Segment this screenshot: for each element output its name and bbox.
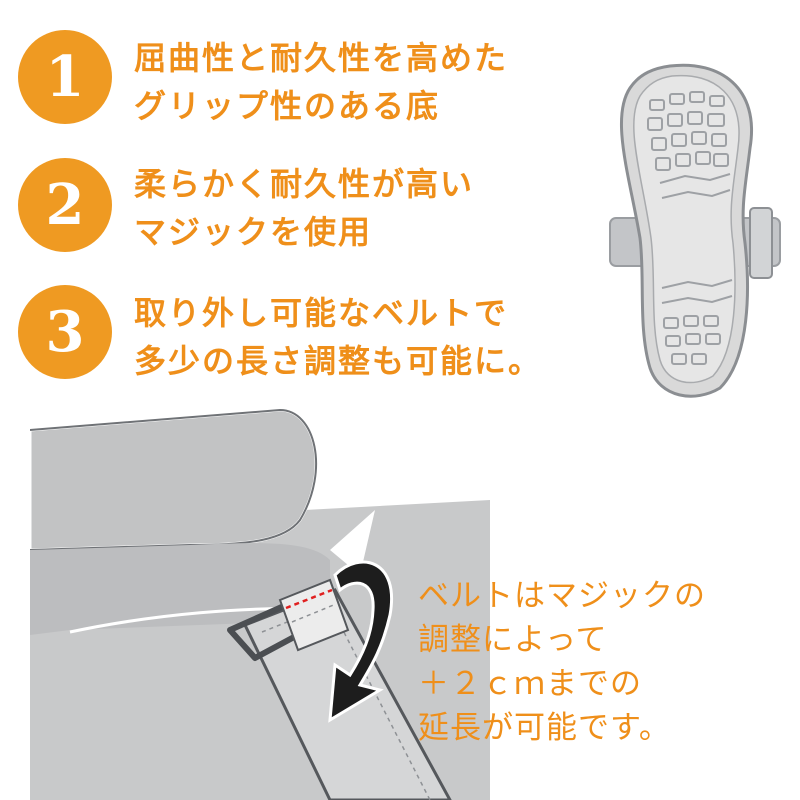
belt-note-line3: ＋２ｃｍまでの	[418, 666, 642, 702]
feature-2-line1: 柔らかく耐久性が高い	[134, 165, 475, 203]
sole-tread-pattern	[647, 91, 733, 365]
feature-2: 2 柔らかく耐久性が高い マジックを使用	[0, 158, 620, 268]
feature-3-line2: 多少の長さ調整も可能に。	[134, 342, 543, 380]
belt-note: ベルトはマジックの 調整によって ＋２ｃｍまでの 延長が可能です。	[418, 574, 706, 750]
feature-3-number: 3	[45, 299, 85, 365]
feature-1: 1 屈曲性と耐久性を高めた グリップ性のある底	[0, 30, 620, 140]
belt-adjust-illustration	[30, 408, 490, 800]
feature-1-line1: 屈曲性と耐久性を高めた	[134, 39, 509, 77]
belt-note-line1: ベルトはマジックの	[418, 578, 706, 614]
feature-3-text: 取り外し可能なベルトで 多少の長さ調整も可能に。	[134, 289, 542, 385]
strap-gap-highlight	[330, 510, 375, 575]
sole-strap-tab	[749, 207, 773, 279]
feature-3-badge: 3	[18, 285, 112, 379]
feature-1-badge: 1	[18, 30, 112, 124]
shoe-sole-illustration	[609, 63, 781, 398]
sole-inner	[633, 74, 740, 384]
curved-arrow-icon	[328, 560, 393, 723]
shoe-side	[30, 543, 330, 635]
belt-note-line4: 延長が可能です。	[418, 710, 671, 746]
belt-tab	[278, 578, 350, 652]
feature-1-line2: グリップ性のある底	[134, 87, 441, 125]
feature-1-text: 屈曲性と耐久性を高めた グリップ性のある底	[134, 34, 508, 130]
feature-2-number: 2	[45, 172, 85, 238]
feature-2-line2: マジックを使用	[134, 213, 373, 251]
feature-3-line1: 取り外し可能なベルトで	[134, 294, 509, 332]
feature-2-badge: 2	[18, 158, 112, 252]
feature-3: 3 取り外し可能なベルトで 多少の長さ調整も可能に。	[0, 285, 620, 395]
feature-1-number: 1	[45, 44, 85, 110]
shoe-toe-cap	[30, 408, 318, 552]
belt-note-line2: 調整によって	[418, 622, 608, 658]
feature-2-text: 柔らかく耐久性が高い マジックを使用	[134, 160, 474, 256]
